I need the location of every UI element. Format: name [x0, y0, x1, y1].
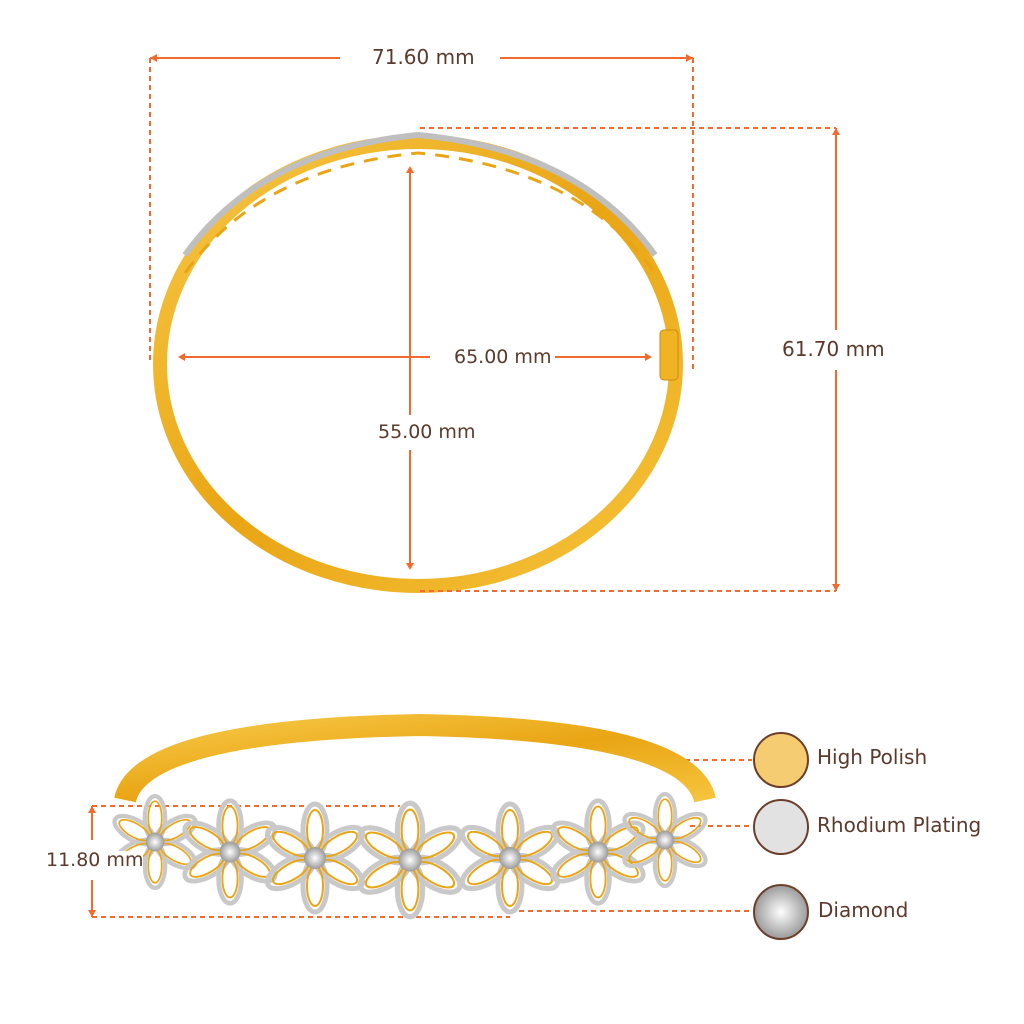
clasp-icon — [659, 329, 679, 381]
legend-rhodium-plating: Rhodium Plating — [817, 813, 982, 837]
high-polish-swatch — [753, 732, 809, 788]
top-motifs — [182, 131, 658, 257]
motif-height-label: 11.80 mm — [46, 849, 144, 871]
inner-height-label: 55.00 mm — [378, 421, 476, 443]
side-flowers — [110, 794, 710, 917]
legend-high-polish: High Polish — [817, 745, 928, 769]
overall-width-label: 71.60 mm — [372, 45, 475, 69]
bangle-side-view — [114, 713, 716, 804]
rhodium-plating-swatch — [753, 799, 809, 855]
legend-diamond: Diamond — [818, 898, 909, 922]
bangle-top-view — [153, 135, 683, 593]
inner-width-label: 65.00 mm — [454, 346, 552, 368]
diamond-swatch — [753, 884, 809, 940]
overall-height-label: 61.70 mm — [782, 337, 885, 361]
